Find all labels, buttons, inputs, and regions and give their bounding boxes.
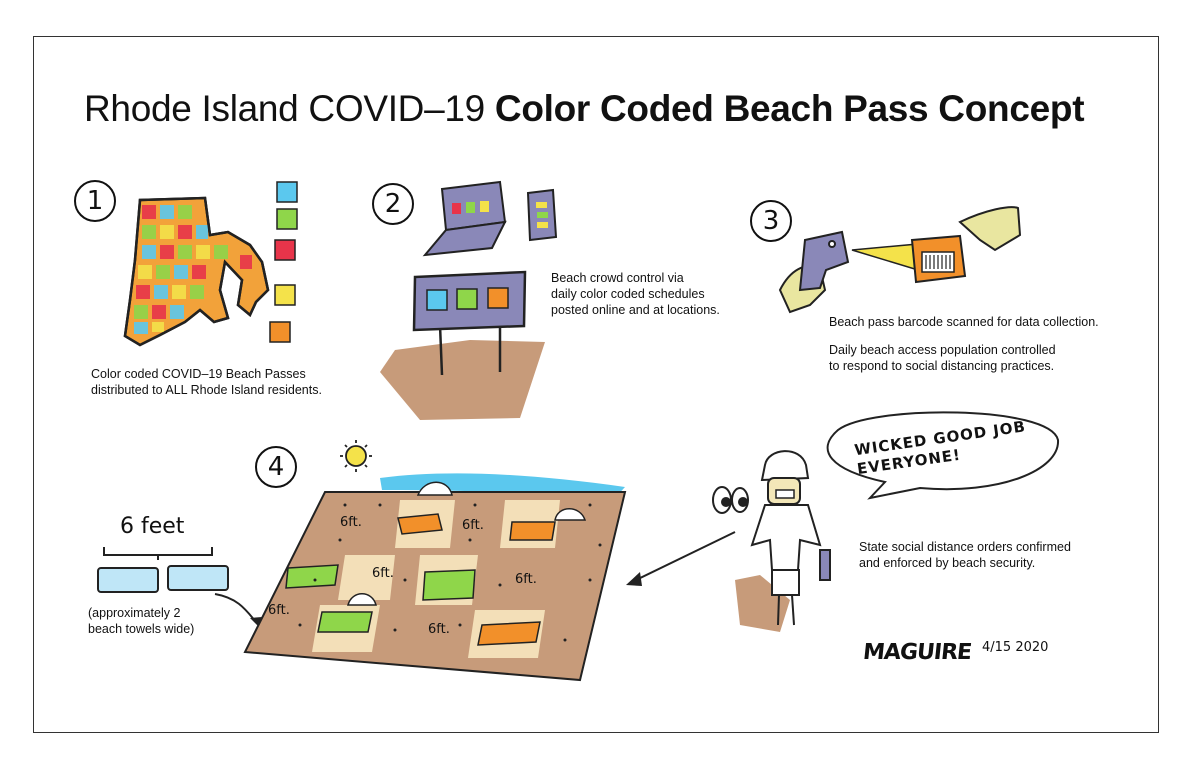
towels-width-label: 6 feet bbox=[120, 514, 185, 539]
step-4-number: 4 bbox=[255, 446, 297, 488]
page-title: Rhode Island COVID–19 Color Coded Beach … bbox=[84, 88, 1085, 130]
distance-label: 6ft. bbox=[428, 622, 450, 637]
step-2-caption: Beach crowd control via daily color code… bbox=[551, 271, 720, 317]
scanned-pass bbox=[910, 206, 1022, 284]
distance-label: 6ft. bbox=[268, 603, 290, 618]
laptop bbox=[422, 180, 507, 257]
guard-arrow bbox=[631, 531, 736, 583]
towels-caption: (approximately 2 beach towels wide) bbox=[88, 606, 195, 636]
distance-label: 6ft. bbox=[462, 518, 484, 533]
illustration-frame bbox=[33, 36, 1159, 733]
guard-arrow-head bbox=[626, 572, 642, 586]
towels-diagram bbox=[97, 547, 229, 593]
distance-label: 6ft. bbox=[515, 572, 537, 587]
towel-arrow bbox=[214, 593, 257, 623]
beach bbox=[243, 473, 627, 682]
phone bbox=[526, 188, 558, 242]
title-bold: Color Coded Beach Pass Concept bbox=[494, 88, 1085, 129]
pass-color-squares bbox=[269, 181, 298, 343]
distance-label: 6ft. bbox=[340, 515, 362, 530]
billboard bbox=[380, 270, 545, 420]
step-4-caption: State social distance orders confirmed a… bbox=[859, 540, 1071, 570]
step-1-caption: Color coded COVID–19 Beach Passes distri… bbox=[91, 367, 322, 397]
rhode-island-map bbox=[123, 196, 270, 347]
beach-security-guard bbox=[712, 450, 831, 632]
step-3-caption: Beach pass barcode scanned for data coll… bbox=[829, 315, 1099, 329]
step-2-number: 2 bbox=[372, 183, 414, 225]
step-3-caption-2: Daily beach access population controlled… bbox=[829, 343, 1056, 373]
signature-date: 4/15 2020 bbox=[982, 640, 1049, 655]
towel-arrow-head bbox=[250, 617, 262, 626]
distance-label: 6ft. bbox=[372, 566, 394, 581]
step-3-number: 3 bbox=[750, 200, 792, 242]
barcode-scanner bbox=[778, 230, 919, 314]
speech-bubble-shape bbox=[826, 411, 1060, 500]
step-1-number: 1 bbox=[74, 180, 116, 222]
title-light: Rhode Island COVID–19 bbox=[84, 88, 495, 129]
artist-signature: MAGUIRE bbox=[861, 640, 973, 665]
sun-icon bbox=[340, 440, 372, 472]
